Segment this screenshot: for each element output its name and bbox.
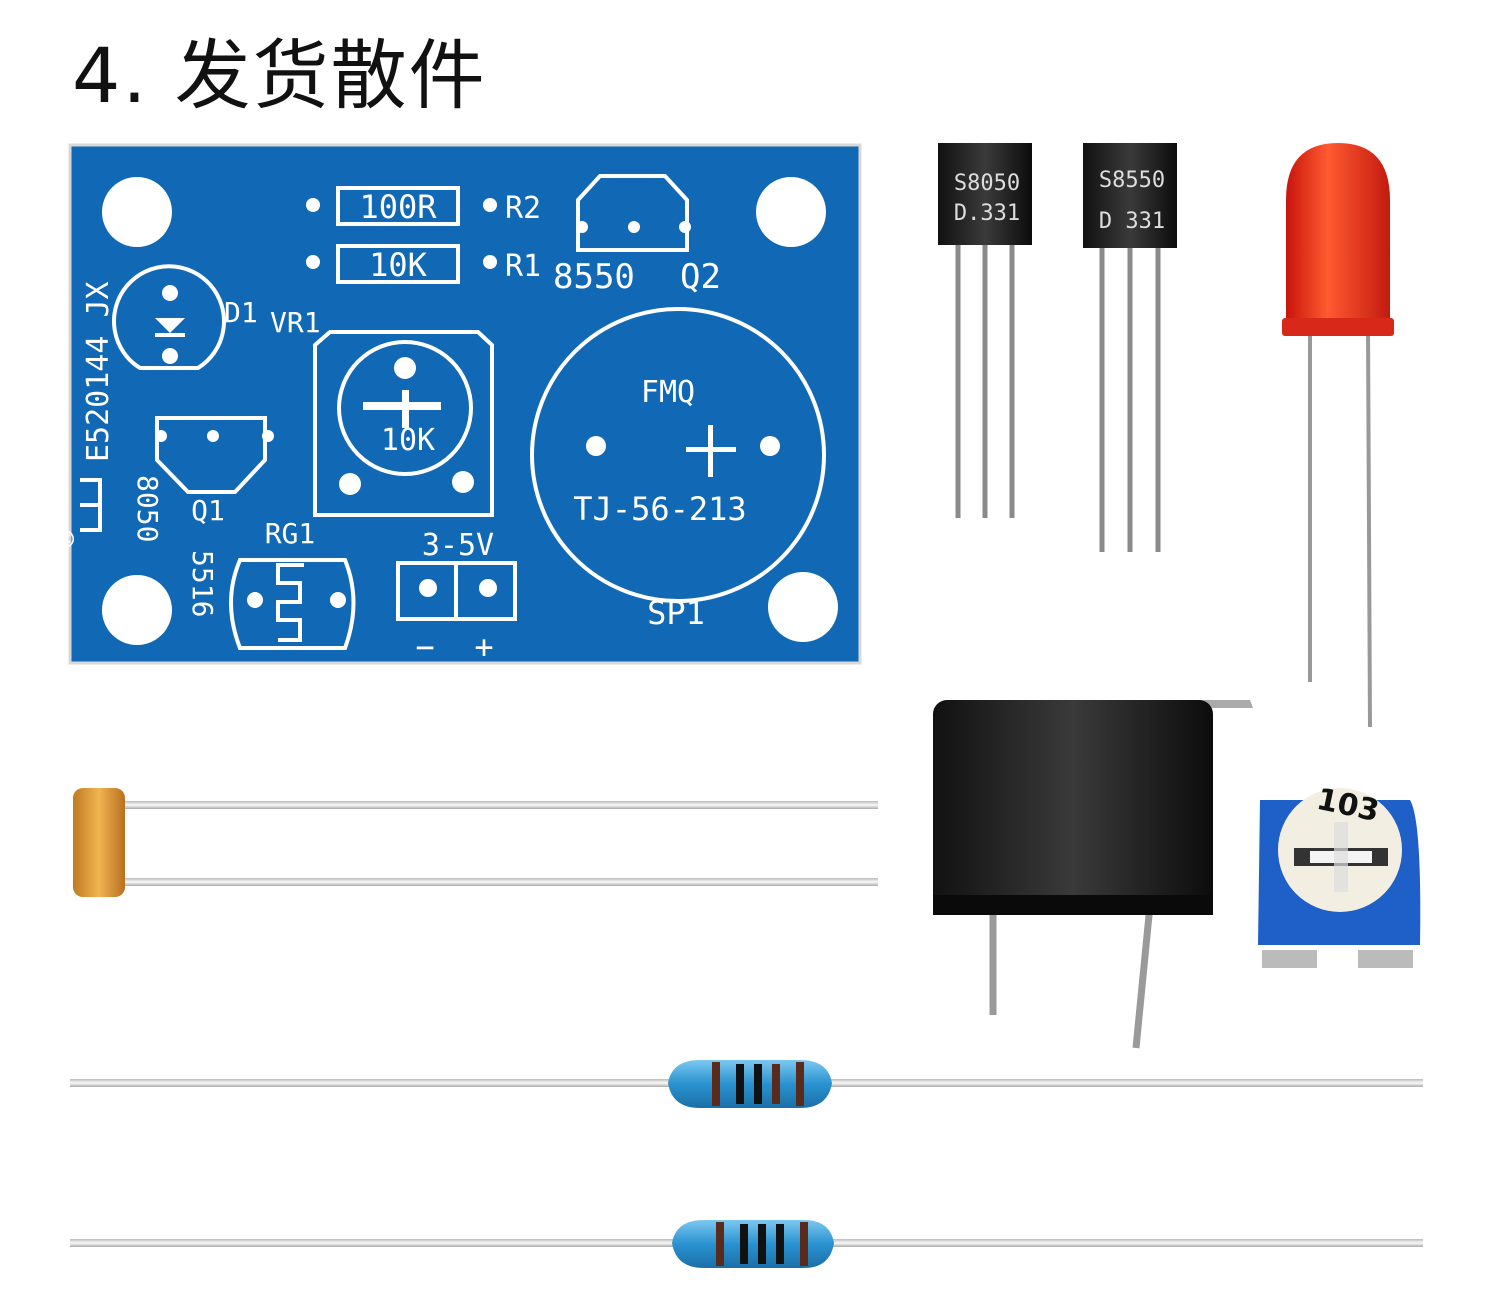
- r1-label: R1: [505, 249, 541, 284]
- pcb-board: 100R R2 10K R1 8550 Q2 D1 VR1 10K FMQ TJ…: [49, 143, 862, 666]
- vr1-value: 10K: [381, 423, 435, 458]
- q2-type: 8550: [553, 257, 635, 297]
- photoresistor: [73, 788, 878, 897]
- q1-label: Q1: [191, 494, 225, 527]
- ldr-label: RG1: [265, 517, 316, 550]
- buzzer: [933, 700, 1253, 1049]
- trimmer-potentiometer: 103: [1258, 782, 1421, 968]
- transistor-s8550: S8550 D 331: [1083, 143, 1177, 552]
- red-led: [1282, 143, 1394, 728]
- transistor1-line2: D.331: [954, 201, 1020, 226]
- minus-label: −: [415, 628, 434, 666]
- transistor2-line2: D 331: [1099, 209, 1165, 234]
- buzzer-name: FMQ: [641, 375, 695, 410]
- buzzer-label: SP1: [647, 594, 705, 632]
- resistor-1: [70, 1060, 1423, 1108]
- r2-label: R2: [505, 191, 541, 226]
- power-label: 3-5V: [422, 528, 494, 563]
- q2-label: Q2: [680, 257, 721, 297]
- r1-value: 10K: [369, 246, 428, 284]
- transistor-s8050: S8050 D.331: [938, 143, 1032, 518]
- buzzer-model: TJ-56-213: [573, 490, 746, 528]
- vr1-label: VR1: [270, 306, 321, 339]
- d1-label: D1: [224, 296, 258, 329]
- q1-type: 8050: [131, 475, 164, 542]
- registered-mark: ®: [49, 529, 84, 548]
- board-code: E520144 JX: [81, 281, 116, 462]
- mounting-holes: [102, 177, 838, 645]
- resistor-2: [70, 1220, 1423, 1268]
- r2-value: 100R: [359, 188, 437, 226]
- ul-logo: [80, 478, 102, 532]
- transistor1-line1: S8050: [954, 171, 1020, 196]
- ldr-type: 5516: [186, 550, 219, 617]
- transistor2-line1: S8550: [1099, 168, 1165, 193]
- page-title: 4. 发货散件: [72, 31, 487, 120]
- plus-label: +: [474, 628, 493, 666]
